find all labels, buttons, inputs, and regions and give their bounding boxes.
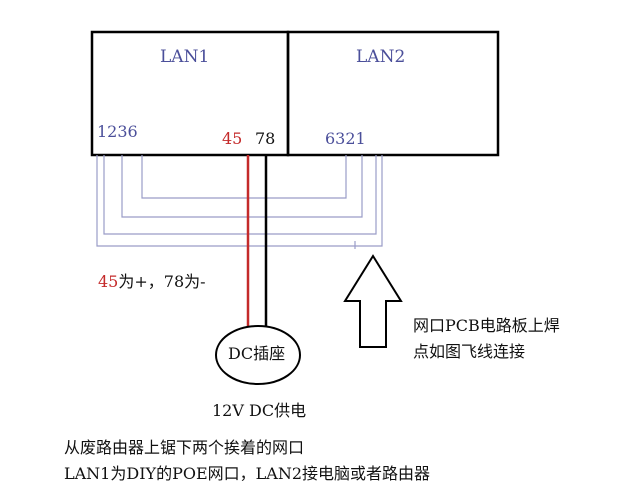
footer-line-2: LAN1为DIY的POE网口，LAN2接电脑或者路由器	[64, 464, 430, 483]
lan1-pins-78: 78	[255, 129, 276, 148]
polarity-label: 45为+，78为-	[98, 274, 206, 290]
note-line-2: 点如图飞线连接	[413, 342, 526, 361]
fly-wire-3	[121, 155, 363, 218]
fly-wires	[96, 155, 383, 247]
lan2-port-box	[286, 30, 500, 157]
lan1-title: LAN1	[160, 47, 210, 67]
footer-line-1: 从废路由器上锯下两个挨着的网口	[64, 438, 305, 457]
lan2-pins-6321: 6321	[325, 129, 366, 148]
note-line-1: 网口PCB电路板上焊	[413, 316, 560, 335]
lan1-pins-45: 45	[222, 129, 243, 148]
lan2-title: LAN2	[356, 47, 406, 67]
polarity-rest: 为+，78为-	[118, 272, 206, 291]
polarity-red-part: 45	[98, 272, 119, 291]
lan1-pins-1236: 1236	[97, 122, 138, 141]
up-arrow-icon	[343, 254, 403, 348]
fly-wire-2	[103, 155, 377, 235]
dc-socket-label: DC插座	[228, 344, 286, 363]
dc-socket-outline	[215, 325, 301, 385]
fly-wire-4	[141, 155, 347, 199]
supply-label: 12V DC供电	[212, 401, 307, 420]
fly-wire-1	[96, 155, 383, 247]
